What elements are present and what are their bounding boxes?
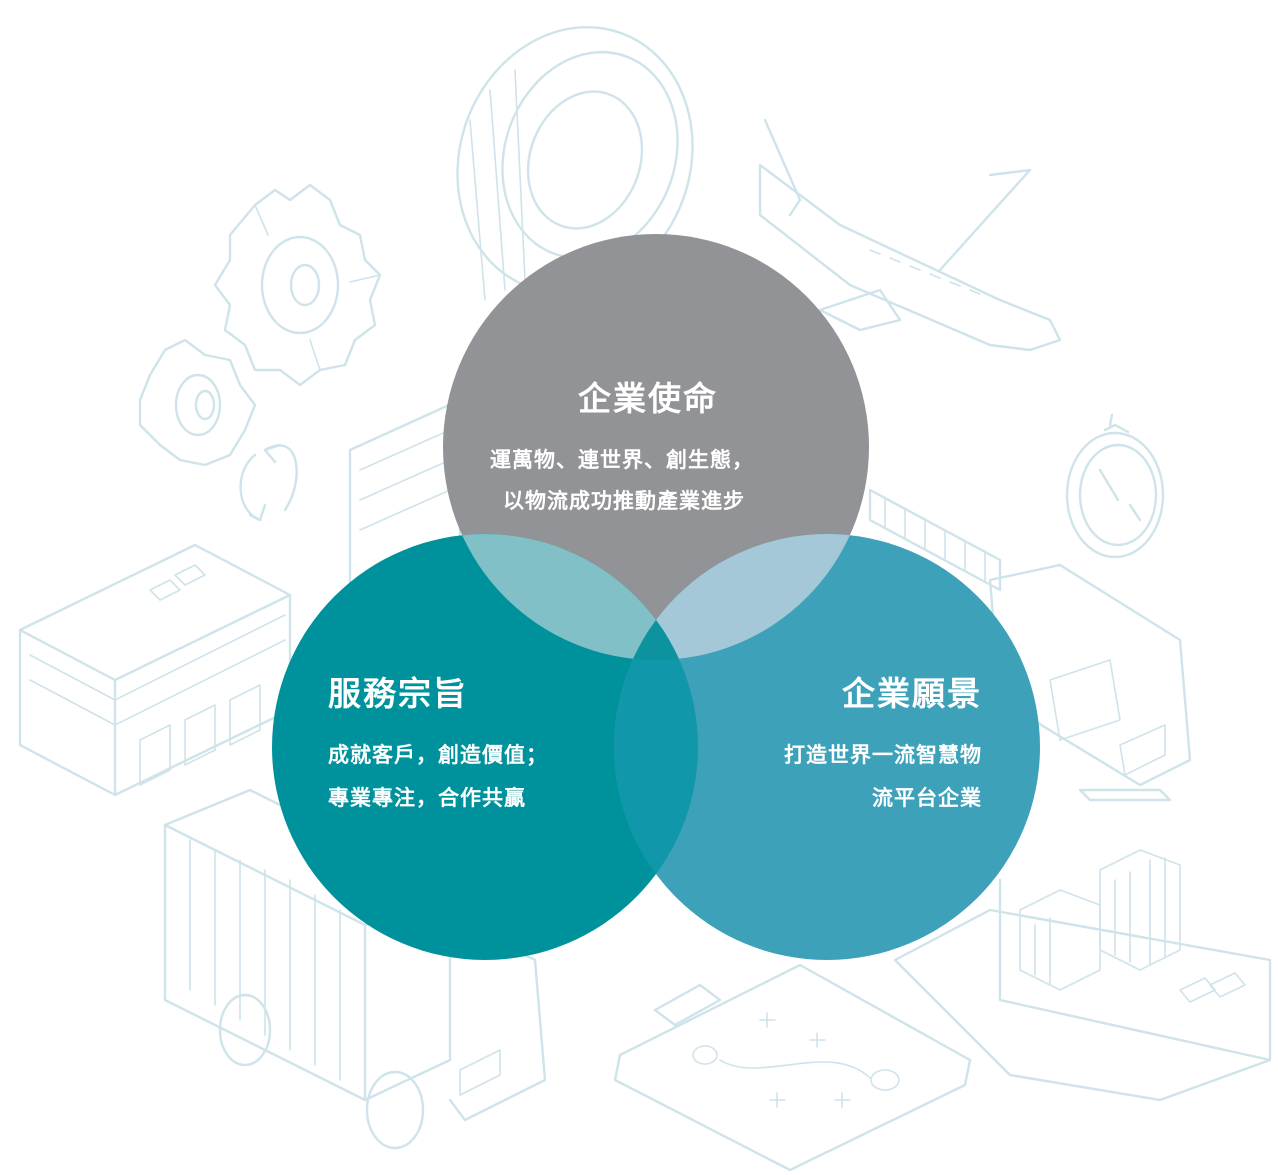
refresh-icon (239, 443, 298, 522)
service-text-line1: 成就客戶，創造價值； (328, 743, 548, 767)
mission-vision-overlap (614, 534, 869, 660)
service-title: 服務宗旨 (328, 674, 468, 713)
warehouse-icon (18, 543, 292, 797)
stopwatch-icon (1065, 413, 1165, 559)
mission-title: 企業使命 (578, 379, 718, 418)
mission-service-overlap (443, 534, 698, 660)
vision-text-line1: 打造世界一流智慧物 (784, 743, 982, 767)
large-gear-icon (213, 183, 382, 387)
clipboard-plan-icon (613, 963, 972, 1172)
mission-text-line1: 運萬物、連世界、創生態， (490, 448, 754, 472)
vision-title: 企業願景 (842, 674, 982, 713)
airplane-icon (758, 118, 1062, 352)
cargo-ship-icon (893, 849, 1272, 1102)
service-text-line2: 專業專注，合作共贏 (328, 786, 526, 810)
vision-text-line2: 流平台企業 (872, 786, 982, 810)
small-gear-icon (138, 338, 257, 467)
mission-text-line2: 以物流成功推動產業進步 (503, 489, 745, 513)
conveyor-icon (868, 488, 1002, 592)
